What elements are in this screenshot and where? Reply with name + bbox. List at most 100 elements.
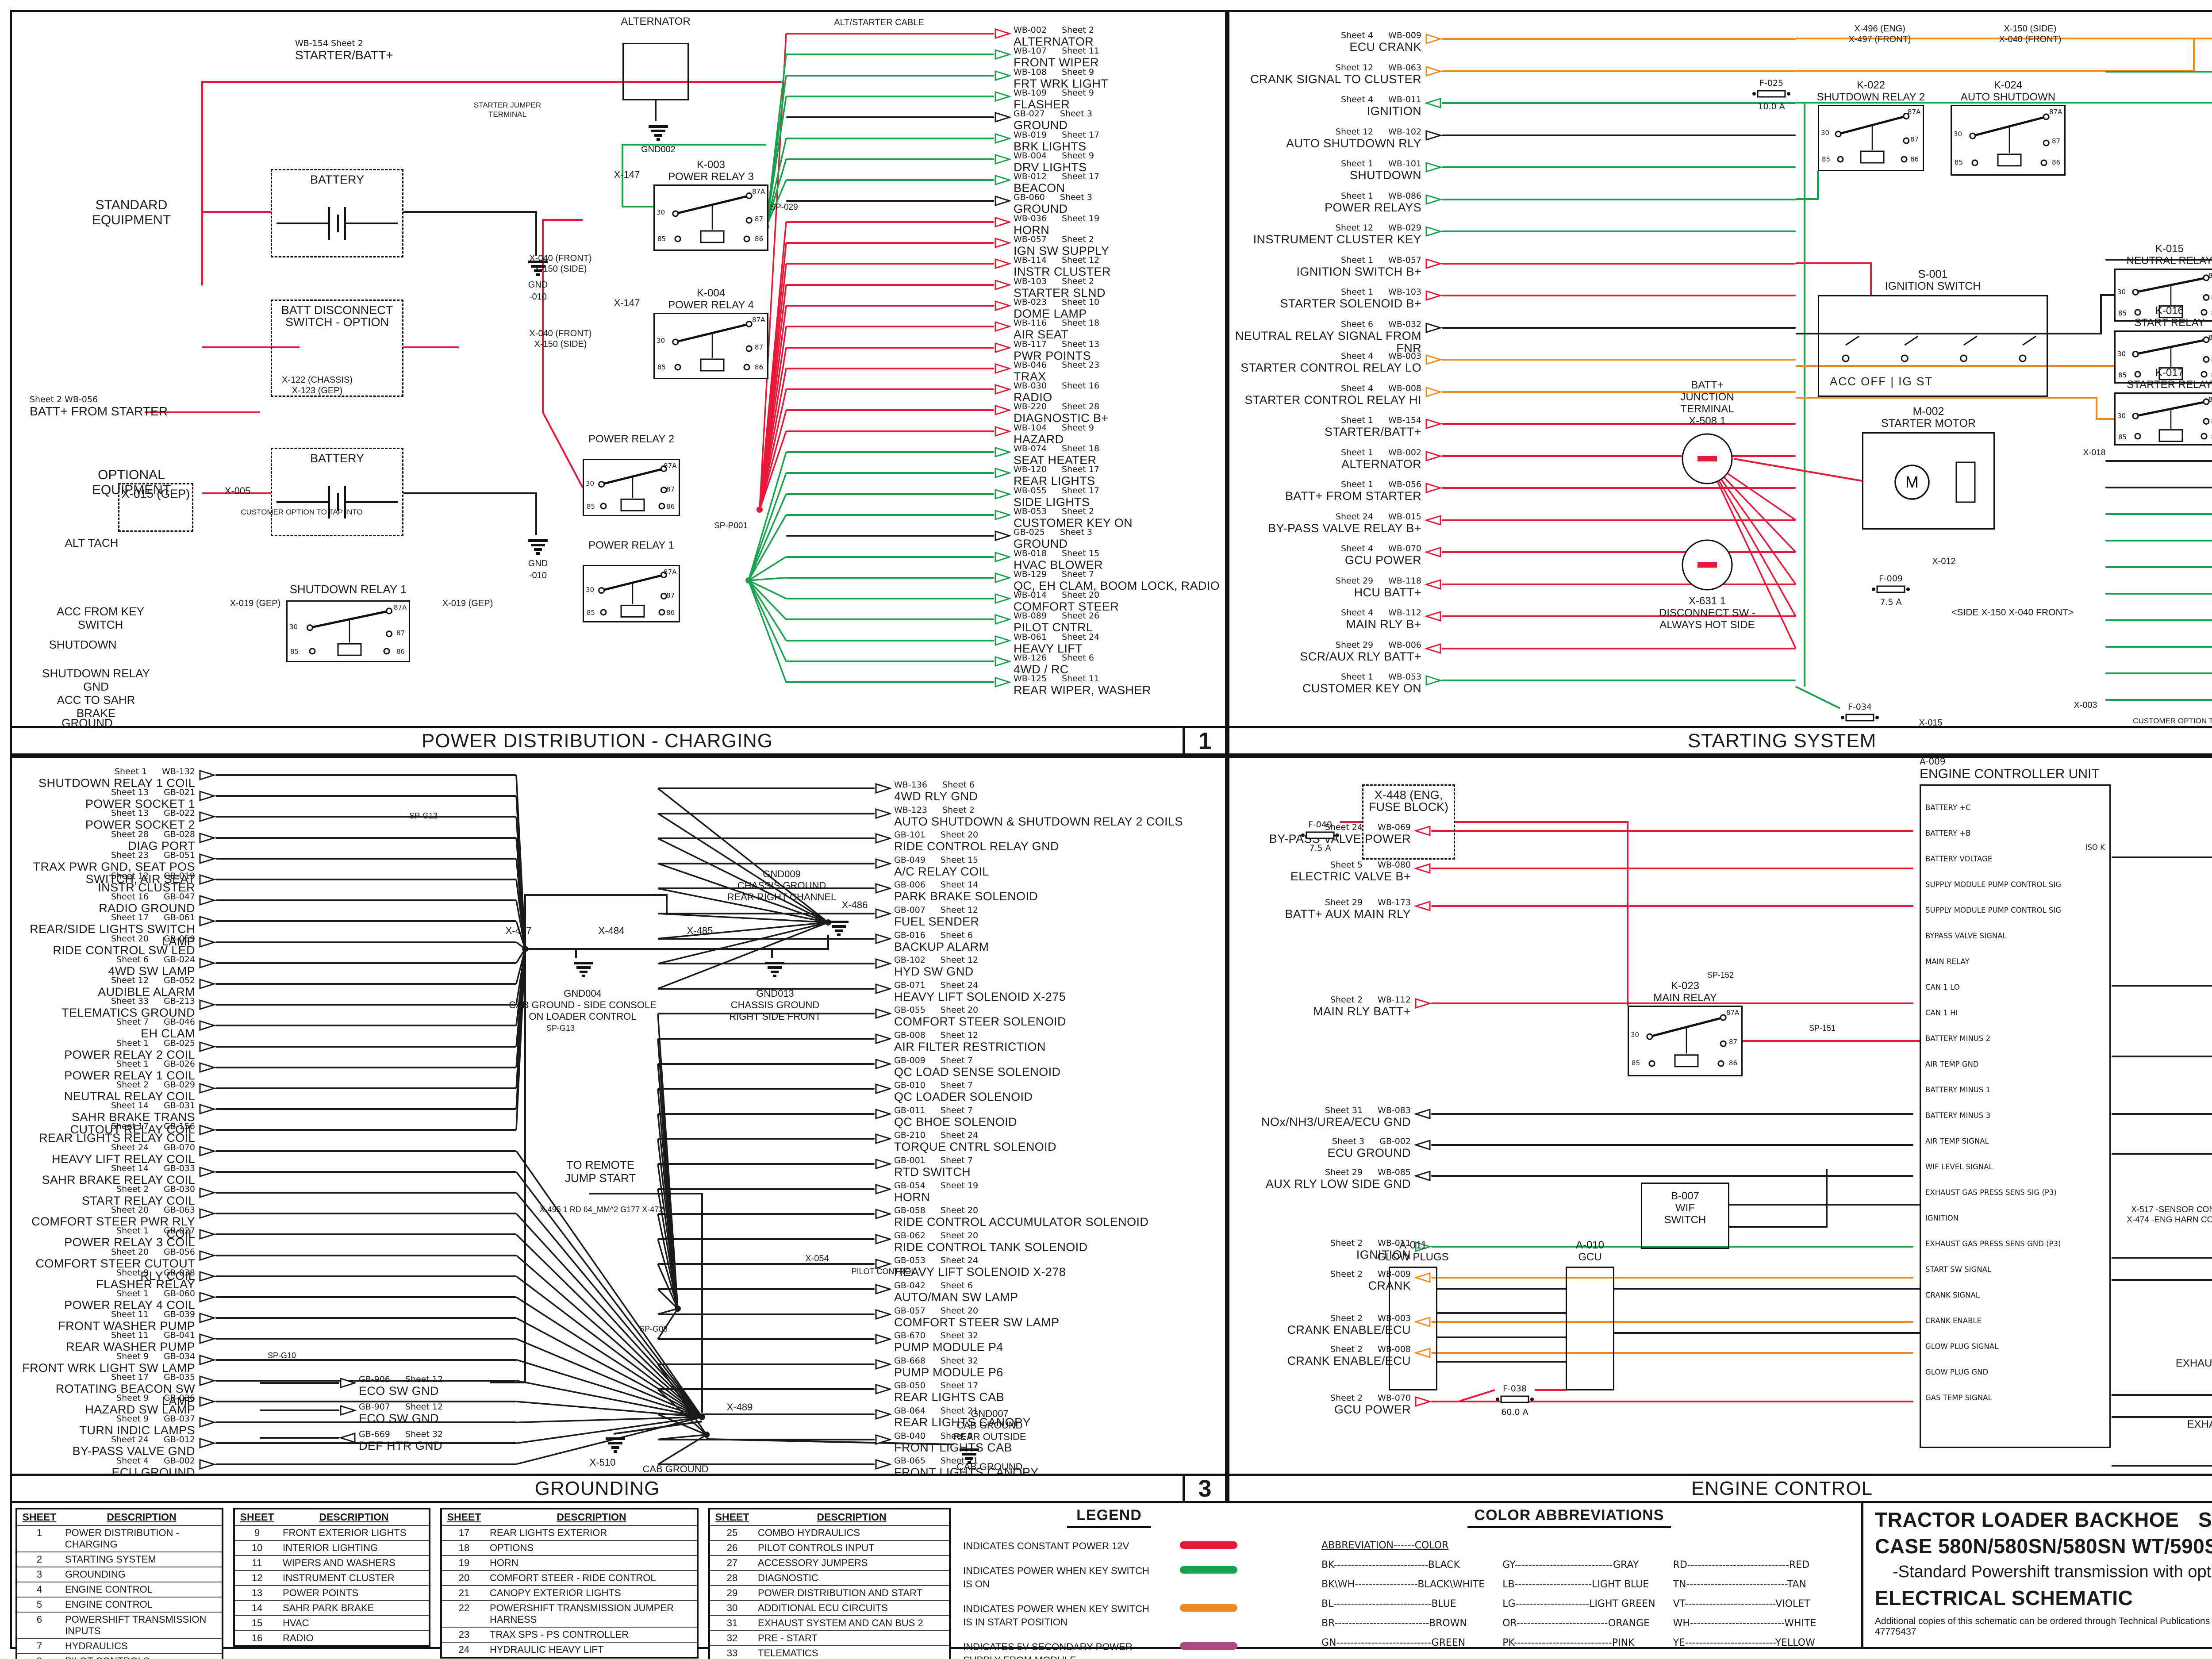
wire: [786, 116, 994, 119]
port-sheet: Sheet 17: [940, 1381, 979, 1391]
legend-swatch-red: [1180, 1541, 1237, 1549]
sheet-description: WIPERS AND WASHERS: [279, 1555, 430, 1571]
port-arrow-icon: [199, 999, 215, 1010]
sheet-number: 17: [441, 1525, 486, 1540]
port-label: FRONT LIGHTS CANOPY: [894, 1466, 1039, 1474]
port-sheet: Sheet 6: [1340, 319, 1374, 329]
port-code: WB-112: [1388, 608, 1421, 618]
port-code: GB-049: [894, 855, 926, 865]
port-code: WB-069: [1378, 822, 1411, 832]
wire: [786, 137, 994, 139]
port-label: ELECTRIC VALVE B+: [1290, 870, 1411, 883]
port-arrow-icon: [1414, 1317, 1431, 1327]
wire: [786, 576, 994, 579]
port-arrow-icon: [1425, 675, 1442, 686]
col-header-sheet: SHEET: [715, 1511, 749, 1523]
port-sheet: Sheet 4: [1340, 31, 1374, 40]
ecu-pin: CRANK SIGNAL: [1925, 1291, 1980, 1299]
wire: [658, 987, 875, 990]
relay-pin-87: 87: [2211, 293, 2212, 301]
sheet-description: HORN: [486, 1555, 698, 1571]
port-code: GB-059: [164, 933, 195, 944]
relay-pin-86: 86: [666, 609, 675, 617]
port-code: WB-112: [1378, 995, 1411, 1005]
port-sheet: Sheet 20: [940, 1206, 979, 1216]
port-sheet: Sheet 1: [116, 1289, 149, 1298]
port-code: GB-006: [894, 880, 926, 890]
color-abbr-underline: [1467, 1526, 1671, 1528]
relay-pin-87A: 87A: [2049, 108, 2062, 116]
port-sheet: Sheet 7: [940, 1080, 973, 1091]
abbr-entry: PK----------------------------PINK: [1502, 1637, 1635, 1648]
sheet-number: 5: [16, 1597, 61, 1612]
port-arrow-icon: [199, 1104, 215, 1115]
port-label: NEUTRAL RELAY SIGNAL FROM FNR: [1235, 329, 1421, 355]
wire: [1442, 647, 1796, 649]
ecu-pin: GAS TEMP SIGNAL: [1925, 1394, 1992, 1402]
wire: [215, 1025, 516, 1027]
port-label: EH CLAM: [141, 1027, 195, 1041]
port-code: WB-108: [1014, 67, 1047, 77]
port-label: TURN INDIC LAMPS: [79, 1424, 195, 1437]
port-label: A/C RELAY COIL: [894, 864, 989, 878]
port-arrow-icon: [995, 216, 1011, 227]
port-label: CRANK: [1368, 1279, 1411, 1292]
start-relay-title: K-016 START RELAY: [2134, 305, 2205, 329]
sheet-number: 4: [16, 1582, 61, 1597]
spg12-label: SP-G12: [409, 811, 438, 820]
port-code: GB-019: [164, 871, 195, 881]
port-sheet: Sheet 29: [1325, 898, 1363, 907]
port-code: GB-213: [164, 996, 195, 1006]
port-code: GB-028: [164, 829, 195, 839]
port-arrow-icon: [995, 321, 1011, 332]
ecu-pin: SUPPLY MODULE PUMP CONTROL SIG: [1925, 906, 2062, 914]
relay2-title: POWER RELAY 2: [588, 433, 674, 445]
gnd013-label: GND013 CHASSIS GROUND RIGHT SIDE FRONT: [729, 988, 821, 1022]
wire: [215, 1338, 516, 1340]
port-sheet: Sheet 12: [940, 955, 979, 965]
port-arrow-icon: [199, 832, 215, 843]
ecu-pin: EXHAUST GAS PRESS SENS SIG (P3): [1925, 1188, 2057, 1197]
fuse-icon: [1752, 90, 1790, 98]
relay-pin-86: 86: [2211, 309, 2212, 317]
wire: [215, 1004, 516, 1006]
relay-icon: [2132, 274, 2210, 319]
port-sheet: Sheet 23: [111, 850, 149, 860]
gnd009-label: GND009 CHASSIS GROUND REAR RIGHT CHANNEL: [727, 868, 837, 902]
wire: [786, 639, 994, 641]
ecu-pin: GLOW PLUG GND: [1925, 1368, 1989, 1376]
wire: [215, 879, 516, 880]
relay-icon: [672, 321, 753, 372]
